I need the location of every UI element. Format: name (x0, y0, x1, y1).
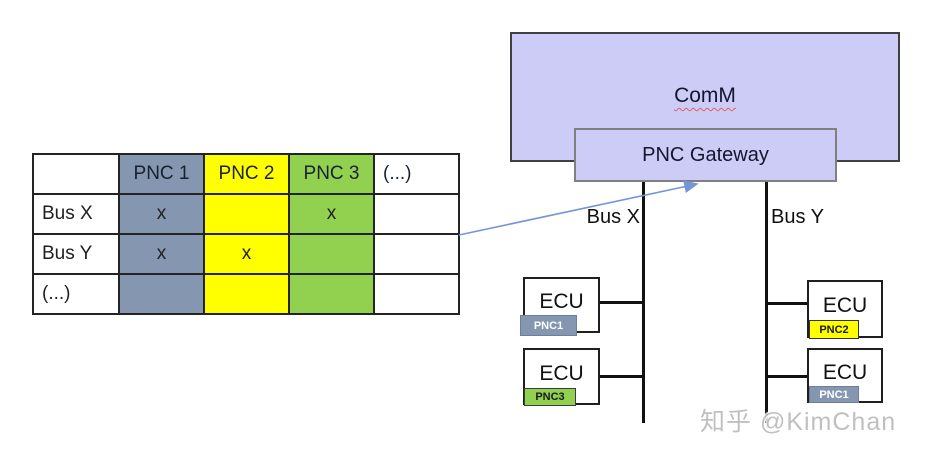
row-label-bus-y: Bus Y (32, 233, 120, 275)
pnc1-badge: PNC1 (520, 315, 577, 336)
ecu-box-busy-1: ECU PNC2 (807, 280, 883, 339)
ecu-label: ECU (539, 290, 584, 313)
ecu-label: ECU (822, 360, 868, 384)
connector-ecu2-busx (600, 375, 645, 378)
pnc-gateway-label: PNC Gateway (642, 143, 769, 166)
table-header-pnc2: PNC 2 (203, 153, 290, 195)
ecu-box-busx-1: ECU PNC1 (520, 277, 600, 336)
table-row-more: (...) (32, 273, 460, 315)
table-header-pnc3: PNC 3 (288, 153, 375, 195)
pnc3-badge: PNC3 (524, 388, 576, 406)
cell-busy-pnc3 (288, 233, 375, 275)
cell-more-pnc1 (118, 273, 205, 315)
connector-ecu1-busx (600, 301, 645, 304)
watermark-text: 知乎 @KimChan (700, 408, 897, 436)
table-header-more: (...) (373, 153, 460, 195)
row-label-bus-x: Bus X (32, 193, 120, 235)
table-corner-cell (32, 153, 120, 195)
cell-more-pnc2 (203, 273, 290, 315)
pnc-gateway-box: PNC Gateway (574, 128, 837, 182)
cell-busy-more (373, 233, 460, 275)
ecu-label: ECU (539, 361, 584, 385)
cell-busx-pnc2 (203, 193, 290, 235)
ecu-box-busx-2: ECU PNC3 (523, 348, 600, 406)
cell-more-more (373, 273, 460, 315)
cell-busx-pnc1: x (118, 193, 205, 235)
cell-busx-pnc3: x (288, 193, 375, 235)
connector-ecu4-busy (766, 375, 807, 378)
cell-busy-pnc1: x (118, 233, 205, 275)
cell-busx-more (373, 193, 460, 235)
pnc2-badge: PNC2 (809, 320, 859, 339)
connector-ecu3-busy (766, 302, 807, 305)
bus-x-label: Bus X (586, 206, 640, 228)
row-label-more: (...) (32, 273, 120, 315)
pnc1-badge: PNC1 (809, 386, 859, 403)
table-header-pnc1: PNC 1 (118, 153, 205, 195)
bus-y-label: Bus Y (771, 206, 824, 228)
cell-more-pnc3 (288, 273, 375, 315)
cell-busy-pnc2: x (203, 233, 290, 275)
ecu-box-busy-2: ECU PNC1 (807, 348, 883, 403)
table-row-bus-x: Bus X x x (32, 193, 460, 235)
pnc-routing-table: PNC 1 PNC 2 PNC 3 (...) Bus X x x Bus Y … (32, 153, 460, 315)
table-header-row: PNC 1 PNC 2 PNC 3 (...) (32, 153, 460, 195)
comm-label: ComM (674, 84, 736, 107)
table-row-bus-y: Bus Y x x (32, 233, 460, 275)
ecu-label: ECU (822, 294, 868, 317)
